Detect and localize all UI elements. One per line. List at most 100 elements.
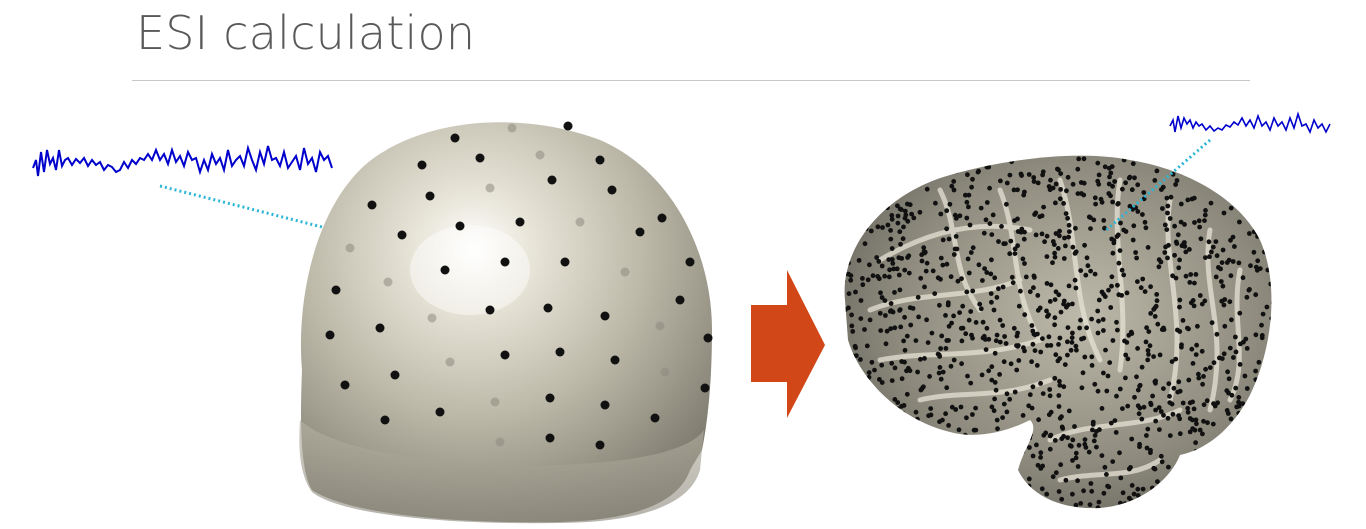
source-dot (1088, 215, 1093, 221)
source-dot (991, 155, 997, 161)
source-dot (1222, 323, 1228, 329)
source-dot (896, 445, 902, 451)
source-dot (1034, 363, 1040, 368)
source-dot (1248, 263, 1253, 269)
source-dot (1202, 212, 1208, 218)
source-dot (899, 359, 905, 364)
source-dot (965, 172, 970, 178)
source-dot (867, 262, 872, 268)
source-dot (1236, 399, 1241, 405)
source-dot (1062, 362, 1068, 367)
source-dot (1158, 453, 1164, 459)
source-dot (856, 435, 862, 440)
source-dot (1135, 403, 1141, 409)
source-dot (938, 276, 943, 282)
source-dot (994, 332, 1000, 338)
source-dot (1157, 427, 1162, 432)
source-dot (899, 422, 904, 427)
source-dot (1073, 455, 1079, 461)
source-dot (1143, 225, 1149, 231)
source-dot (1125, 403, 1131, 409)
source-dot (1035, 180, 1041, 186)
source-dot (1275, 159, 1280, 164)
source-dot (874, 407, 879, 413)
source-dot (982, 266, 987, 271)
source-dot (1065, 435, 1070, 441)
source-dot (1058, 187, 1063, 192)
source-dot (989, 257, 994, 263)
source-dot (981, 482, 986, 488)
source-dot (1002, 334, 1007, 339)
source-dot (1147, 343, 1153, 349)
source-dot (1173, 356, 1179, 362)
source-dot (1151, 354, 1156, 359)
source-dot (1179, 483, 1185, 488)
source-dot (874, 172, 879, 178)
source-dot (1242, 497, 1247, 502)
source-dot (1114, 319, 1119, 325)
source-dot (913, 338, 919, 343)
electrode-dot (600, 311, 610, 321)
source-dot (963, 192, 968, 198)
source-dot (1201, 374, 1206, 379)
source-dot (1101, 370, 1106, 376)
source-dot (1182, 222, 1187, 227)
source-dot (1031, 331, 1037, 337)
source-dot (1179, 344, 1184, 350)
source-dot (1200, 431, 1205, 437)
source-dot (1126, 150, 1131, 155)
source-dot (1176, 265, 1182, 271)
source-dot (1145, 348, 1151, 353)
source-dot (1072, 277, 1078, 283)
source-dot (866, 168, 872, 174)
source-dot (1014, 367, 1020, 373)
source-dot (1272, 153, 1277, 158)
source-dot (1096, 318, 1101, 324)
source-dot (1193, 417, 1199, 423)
source-dot (954, 246, 960, 252)
source-dot (1052, 438, 1058, 443)
source-dot (946, 323, 952, 329)
source-dot (1266, 212, 1272, 218)
source-dot (1165, 255, 1170, 261)
source-dot (855, 162, 861, 168)
source-dot (902, 267, 908, 273)
source-dot (1146, 352, 1151, 357)
source-dot (866, 482, 872, 488)
source-dot (1075, 191, 1081, 197)
source-dot (1183, 273, 1189, 279)
source-dot (844, 435, 848, 441)
source-dot (909, 508, 914, 513)
source-dot (906, 253, 912, 259)
source-dot (1105, 373, 1111, 379)
electrode-dot (490, 397, 500, 407)
source-dot (1048, 409, 1054, 415)
source-dot (1106, 181, 1112, 187)
source-dot (1076, 442, 1082, 448)
source-dot (957, 441, 963, 447)
source-dot (871, 187, 876, 193)
source-dot (1039, 149, 1044, 154)
source-dot (951, 252, 957, 257)
source-dot (1157, 352, 1163, 358)
source-dot (910, 167, 916, 173)
source-dot (911, 158, 917, 164)
source-dot (1029, 359, 1034, 365)
source-connector-line (1103, 138, 1211, 234)
electrode-dot (345, 243, 355, 253)
source-dot (1115, 232, 1121, 238)
source-dot (963, 331, 969, 337)
source-dot (984, 480, 990, 485)
source-dot (856, 258, 862, 263)
source-dot (939, 333, 945, 339)
source-dot (917, 209, 923, 215)
source-dot (1247, 287, 1252, 292)
source-dot (1146, 329, 1152, 334)
source-dot (892, 290, 897, 295)
source-dot (1242, 194, 1248, 200)
source-dot (1135, 346, 1140, 351)
source-dot (1118, 500, 1123, 506)
source-dot (1070, 437, 1076, 443)
source-dot (1139, 364, 1145, 370)
